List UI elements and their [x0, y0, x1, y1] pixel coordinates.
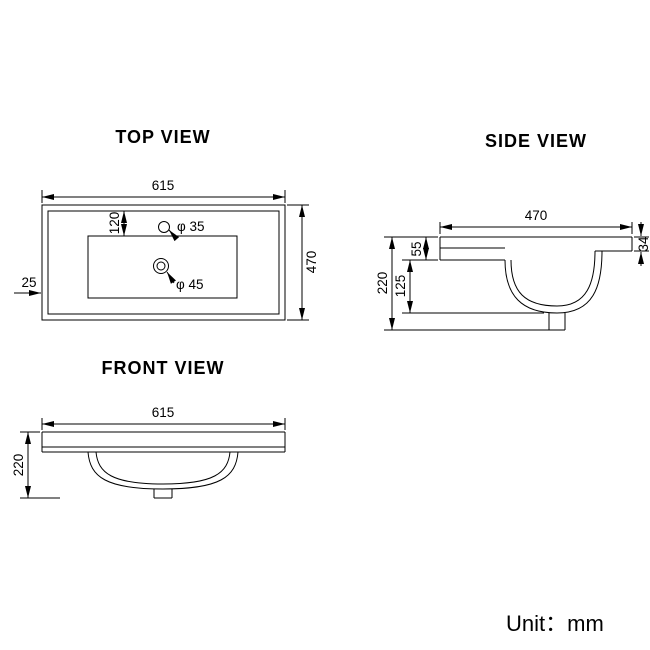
- front-view-drawing: 615 220: [11, 405, 286, 499]
- side-dim-height-text: 220: [375, 272, 390, 295]
- drain-hole-leader-arrow: [166, 271, 176, 284]
- drain-hole-label: φ 45: [176, 277, 204, 292]
- side-dim-bowl-text: 125: [393, 275, 408, 298]
- side-dim-deck-text: 55: [409, 241, 424, 256]
- top-view-drawing: 615 470 120 25 φ 35 φ 45: [14, 178, 319, 321]
- drain-hole-outer-circle: [153, 258, 169, 274]
- top-dim-width-text: 615: [152, 178, 175, 193]
- side-bowl-outer-curve: [504, 250, 603, 314]
- front-dim-height-text: 220: [11, 454, 26, 477]
- front-view-title: FRONT VIEW: [101, 358, 225, 378]
- faucet-hole-label: φ 35: [177, 219, 205, 234]
- top-dim-rim-text: 25: [21, 275, 36, 290]
- front-bowl-outer-curve: [87, 451, 239, 490]
- faucet-hole-circle: [158, 221, 170, 233]
- top-view-title: TOP VIEW: [115, 127, 211, 147]
- top-dim-hole-offset-text: 120: [107, 212, 122, 235]
- faucet-hole-leader-arrow: [168, 229, 180, 242]
- top-view-inner-rect: [47, 210, 280, 315]
- unit-label: Unit：mm: [506, 611, 604, 636]
- front-dim-width-text: 615: [152, 405, 175, 420]
- side-dim-rim-text: 34: [636, 236, 650, 252]
- top-view-outer-rect: [41, 204, 286, 321]
- top-view-basin-rect: [87, 235, 238, 299]
- side-bowl-inner-curve: [510, 250, 596, 307]
- front-bowl-inner-curve: [95, 451, 231, 485]
- side-dim-depth-text: 470: [525, 208, 548, 223]
- drain-hole-inner-circle: [156, 261, 166, 271]
- top-dim-height-text: 470: [304, 251, 319, 274]
- side-view-title: SIDE VIEW: [484, 131, 587, 151]
- side-view-drawing: 470 34 55 125 220: [375, 208, 650, 331]
